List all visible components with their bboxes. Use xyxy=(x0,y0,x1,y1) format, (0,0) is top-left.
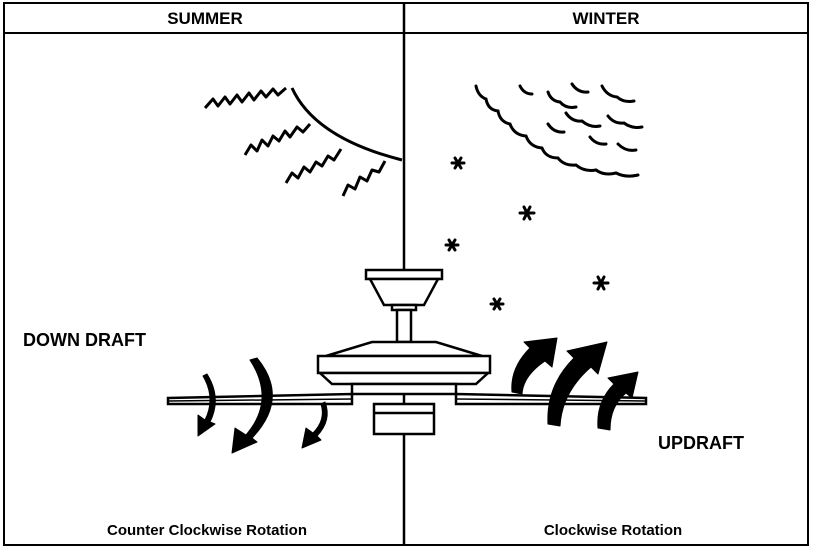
summer-rotation-caption: Counter Clockwise Rotation xyxy=(107,522,307,539)
summer-header: SUMMER xyxy=(167,9,243,28)
down-arrow xyxy=(231,357,273,454)
up-arrow xyxy=(547,341,608,427)
up-arrow xyxy=(511,337,558,395)
down-arrow xyxy=(197,373,216,437)
updraft-label: UPDRAFT xyxy=(658,433,744,453)
sun-ray xyxy=(284,148,343,184)
updraft-arrows xyxy=(511,337,639,431)
sun-ray xyxy=(203,86,287,109)
winter-rotation-caption: Clockwise Rotation xyxy=(544,522,682,539)
sun-icon xyxy=(203,86,403,197)
diagram-frame xyxy=(3,2,809,546)
down-arrow xyxy=(301,401,328,449)
snowflake-icon xyxy=(444,156,610,311)
down-draft-label: DOWN DRAFT xyxy=(23,330,146,350)
down-draft-arrows xyxy=(197,357,328,454)
ceiling-fan-icon xyxy=(166,268,648,436)
winter-header: WINTER xyxy=(572,9,639,28)
sun-ray xyxy=(341,160,387,197)
sun-ray xyxy=(243,123,312,156)
cloud-icon xyxy=(474,82,644,178)
up-arrow xyxy=(597,371,639,431)
